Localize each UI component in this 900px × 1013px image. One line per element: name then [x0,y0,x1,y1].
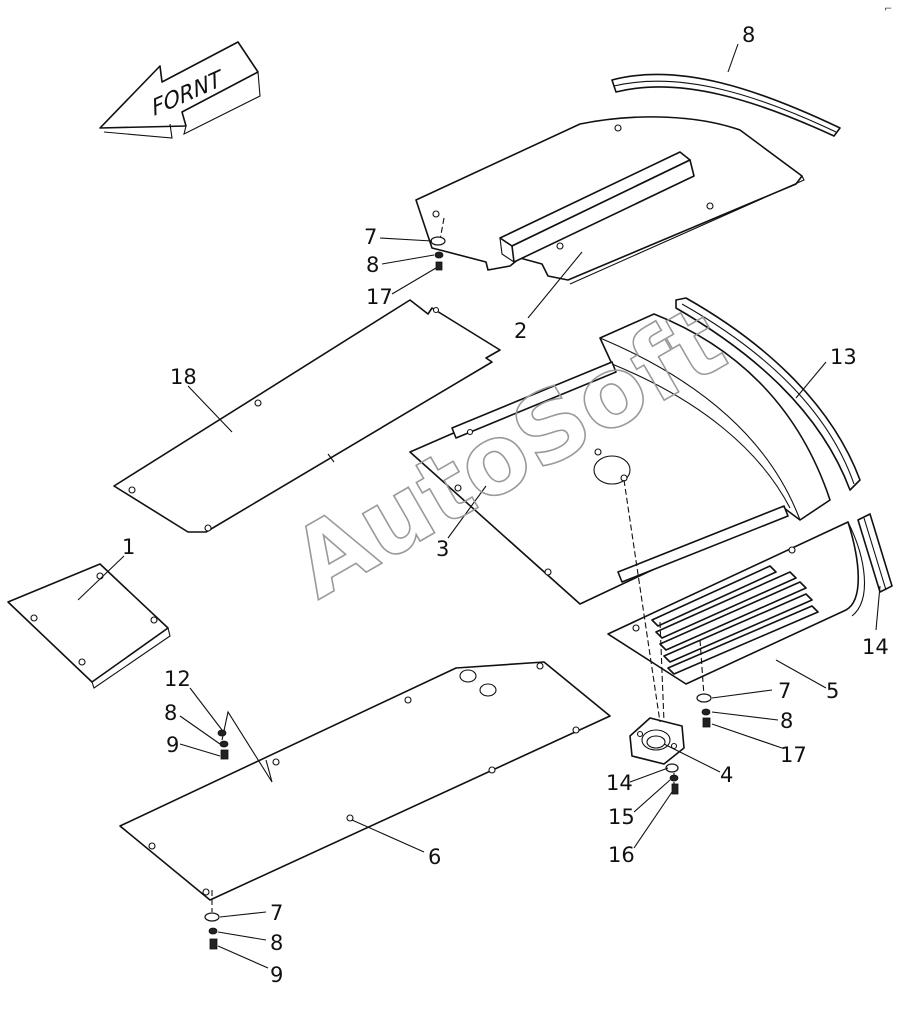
fastener-stack-right [696,693,712,728]
callout-1: 1 [122,535,135,559]
callout-11: 13 [830,345,857,369]
fastener-stack-left [217,729,229,760]
callout-15: 15 [608,805,635,829]
part-5-grille-panel [607,521,866,685]
callout-17-right: 17 [780,743,807,767]
callout-16: 16 [608,843,635,867]
part-18-flat-panel [113,299,501,533]
front-direction-arrow: FORNT [99,41,261,139]
callout-4: 4 [720,763,733,787]
callout-2: 2 [514,319,527,343]
callout-7-top: 7 [364,225,377,249]
callout-18: 18 [170,365,197,389]
callout-9-left: 9 [166,733,179,757]
callout-10: 12 [164,667,191,691]
grille-louvres [651,565,819,675]
callout-5: 5 [826,679,839,703]
part-1-small-plate [7,563,171,689]
corner-mark: ⌐ [884,4,892,15]
callout-8-left: 8 [164,701,177,725]
callout-3: 3 [436,537,449,561]
leader-lines [77,43,881,969]
callout-labels: 8 7 8 17 2 13 18 1 3 14 12 5 7 8 8 9 17 … [122,23,889,987]
callout-8-bottom: 8 [270,931,283,955]
fastener-stack-flange [665,763,679,795]
part-6-long-floor-plate [119,661,611,901]
callout-8-right: 8 [780,709,793,733]
fastener-stack-top [430,236,446,271]
part-12-small-trim [857,513,893,593]
part-3-floor-panel [409,313,831,605]
callout-9-bottom: 9 [270,963,283,987]
callout-7-bottom: 7 [270,901,283,925]
assembly-lines [211,217,705,912]
fastener-stack-bottom [204,912,220,950]
part-4-flange [629,717,685,765]
callout-7-right: 7 [778,679,791,703]
callout-17-top: 17 [366,285,393,309]
callout-6: 6 [428,845,441,869]
callout-12: 14 [862,635,889,659]
callout-8-top: 8 [366,253,379,277]
part-13-trim-strip [611,73,841,137]
part-11-curved-trim [675,297,861,491]
callout-14: 14 [606,771,633,795]
callout-13: 8 [742,23,755,47]
part-2-upper-cover [415,116,805,285]
